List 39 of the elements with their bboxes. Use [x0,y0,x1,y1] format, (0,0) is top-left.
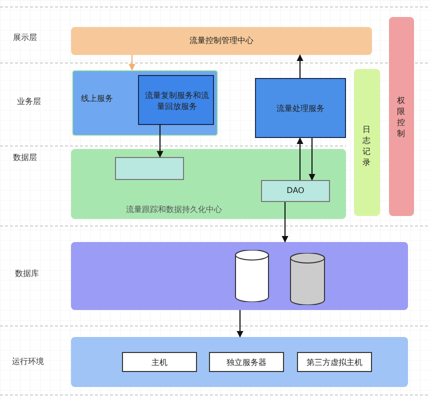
box-label: 流量跟踪和数据持久化中心 [125,204,224,215]
arrow [308,138,316,181]
box-label: 流量处理服务 [276,103,326,114]
database-cylinder [235,250,269,302]
box-label: 独立服务器 [226,357,268,368]
runtime-panel [71,337,408,387]
host-box [122,352,197,372]
database-panel [71,242,408,310]
control-center-box [71,27,372,55]
service-box [72,70,218,136]
arrow [236,310,244,338]
box-label: 流量控制管理中心 [188,35,254,46]
arrow [282,202,288,243]
host-box [209,352,284,372]
box-label: 主机 [150,357,168,368]
box-label: 流量复制服务和流量回放服务 [144,90,210,112]
box-label: DAO [286,186,306,195]
data-layer-panel [71,149,346,219]
arrow [296,54,304,78]
layer-label: 运行环境 [12,356,44,367]
arrow [156,124,164,158]
box-label: 线上服务 [81,93,113,104]
queue-box [115,157,184,180]
layer-label: 数据层 [13,152,37,163]
database-cylinder [290,253,325,305]
arrow [128,55,136,71]
service-box [255,78,346,138]
dao-box [261,180,330,202]
arrow [296,137,304,180]
log-bar [354,69,380,216]
service-box [138,75,214,125]
box-label: 第三方虚拟主机 [306,357,364,368]
host-box [297,352,372,372]
permission-bar [389,17,414,216]
layer-label: 业务层 [17,96,41,107]
vertical-label: 权限控制 [397,95,406,139]
layer-label: 展示层 [13,32,37,43]
layer-label: 数据库 [15,268,39,279]
vertical-label: 日志记录 [362,124,372,168]
